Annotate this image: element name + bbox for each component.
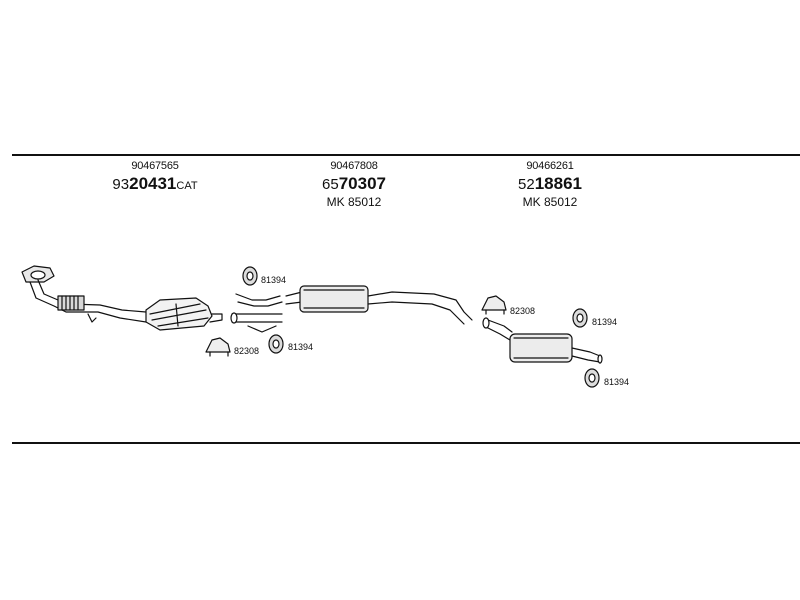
clamp-part-label: 82308 [234,346,259,356]
rubber-hanger-icon [584,368,600,388]
middle-silencer-drawing [285,285,473,325]
catalytic-converter-oe-number: 90467565 [131,160,179,172]
rubber-hanger-icon [572,308,588,328]
rear-silencer-drawing [482,317,603,364]
rubber-hanger-icon [268,334,284,354]
pipe-clamp-icon [205,337,231,357]
middle-silencer-mounting-kit: MK 85012 [326,195,382,209]
middle-silencer-part-number: 6570307 [322,174,386,193]
connecting-pipe-drawing [230,293,283,333]
bottom-divider [12,442,800,444]
hanger-part-label: 81394 [261,275,286,285]
top-divider [12,154,800,156]
hanger-part-label: 81394 [288,342,313,352]
hanger-part-label: 81394 [592,317,617,327]
rear-silencer-part-number: 5218861 [518,174,582,193]
catalytic-converter-label-group: 90467565 9320431CAT [100,161,210,193]
rubber-hanger-icon [242,266,258,286]
hanger-part-label: 81394 [604,377,629,387]
clamp-part-label: 82308 [510,306,535,316]
middle-silencer-oe-number: 90467808 [330,160,378,172]
catalytic-converter-drawing [21,265,223,331]
pipe-clamp-icon [481,295,507,315]
catalytic-converter-part-number: 9320431CAT [112,174,198,193]
rear-silencer-label-group: 90466261 5218861 MK 85012 [498,160,602,209]
rear-silencer-oe-number: 90466261 [526,160,574,172]
rear-silencer-mounting-kit: MK 85012 [522,195,578,209]
middle-silencer-label-group: 90467808 6570307 MK 85012 [302,160,406,209]
